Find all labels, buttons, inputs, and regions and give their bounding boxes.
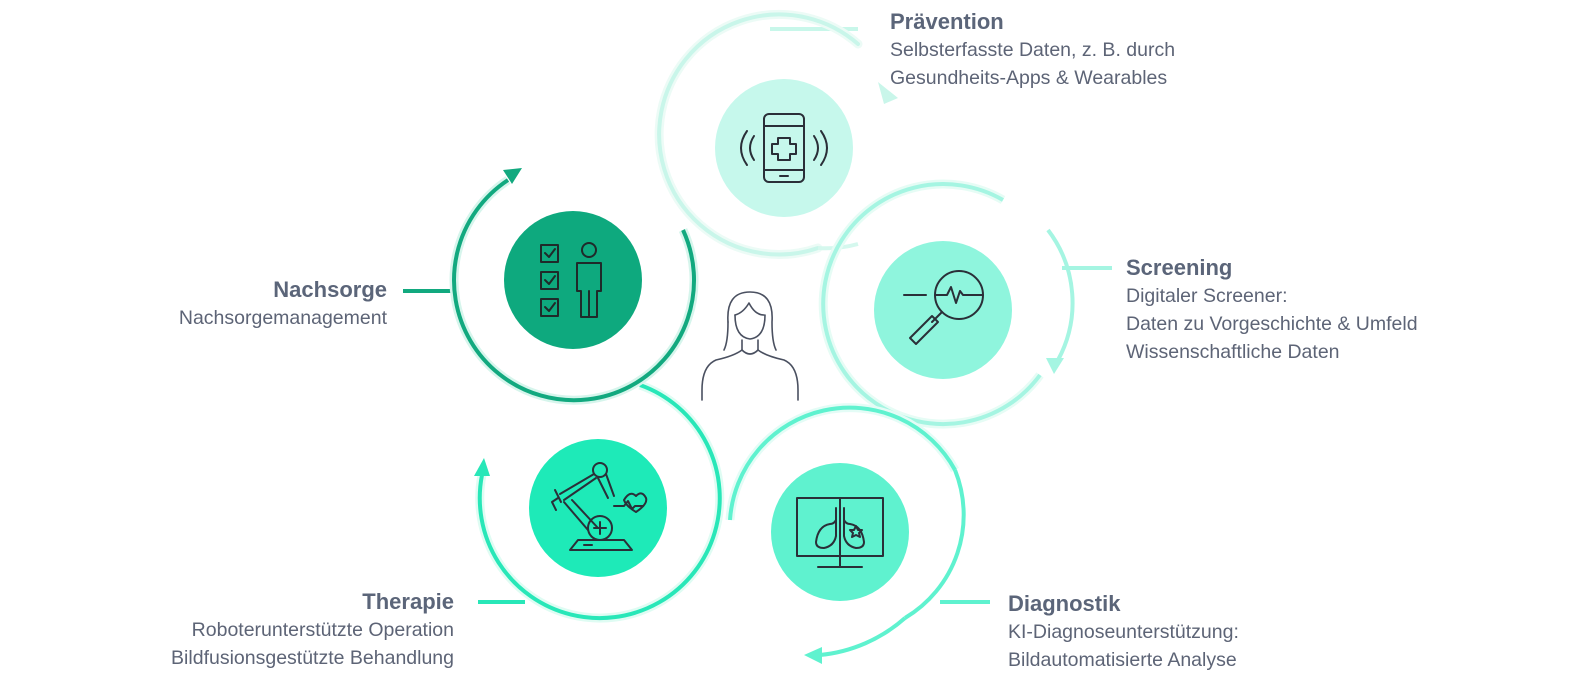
arrowhead-diagnostik (804, 647, 822, 664)
arrowhead-therapie (474, 458, 490, 476)
arrowhead-praevention (878, 82, 898, 104)
smartphone-medical-icon (740, 113, 828, 183)
stage-text-diagnostik-1: KI-Diagnoseunterstützung: (1008, 621, 1239, 643)
stage-title-screening: Screening (1126, 255, 1233, 280)
stage-text-nachsorge-1: Nachsorgemanagement (178, 307, 387, 329)
stage-title-diagnostik: Diagnostik (1008, 591, 1121, 616)
ring-therapie (474, 380, 725, 623)
checklist-person-icon (540, 242, 602, 318)
stage-text-praevention-2: Gesundheits-Apps & Wearables (890, 67, 1168, 89)
arrowhead-nachsorge (503, 168, 522, 184)
stage-title-praevention: Prävention (890, 9, 1004, 34)
circle-screening (874, 241, 1012, 379)
ring-nachsorge (449, 168, 699, 405)
stage-title-nachsorge: Nachsorge (273, 277, 387, 302)
circle-nachsorge (504, 211, 642, 349)
ring-praevention (654, 10, 898, 259)
circle-therapie (529, 439, 667, 577)
stage-text-therapie-1: Roboterunterstützte Operation (191, 619, 454, 641)
label-praevention: Prävention Selbsterfasste Daten, z. B. d… (890, 8, 1175, 92)
stage-title-therapie: Therapie (362, 589, 454, 614)
stage-text-screening-1: Digitaler Screener: (1126, 285, 1288, 307)
label-diagnostik: Diagnostik KI-Diagnoseunterstützung: Bil… (1008, 590, 1239, 674)
arrowhead-screening (1046, 358, 1064, 374)
stage-text-therapie-2: Bildfusionsgestützte Behandlung (171, 647, 454, 669)
magnifier-pulse-icon (903, 270, 984, 345)
label-nachsorge: Nachsorge Nachsorgemanagement (179, 276, 387, 332)
label-therapie: Therapie Roboterunterstützte Operation B… (171, 588, 454, 672)
stage-text-screening-3: Wissenschaftliche Daten (1126, 341, 1340, 363)
label-screening: Screening Digitaler Screener: Daten zu V… (1126, 254, 1418, 366)
circle-praevention (715, 79, 853, 217)
patient-icon (701, 291, 799, 401)
ring-screening (818, 179, 1075, 429)
stage-text-praevention-1: Selbsterfasste Daten, z. B. durch (890, 39, 1176, 61)
robot-arm-icon (551, 462, 648, 551)
stage-text-diagnostik-2: Bildautomatisierte Analyse (1008, 649, 1237, 671)
ring-diagnostik (725, 403, 966, 664)
lung-monitor-icon (796, 497, 884, 568)
stage-text-screening-2: Daten zu Vorgeschichte & Umfeld (1126, 313, 1418, 335)
